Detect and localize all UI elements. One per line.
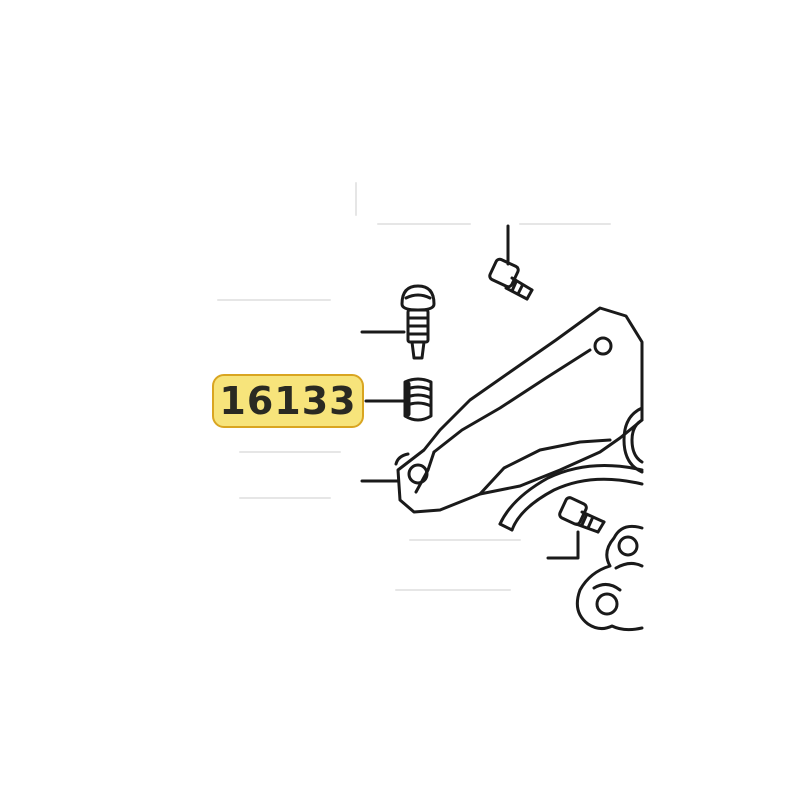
screw [400,284,436,360]
lower-housing [575,524,644,632]
bolt-top [488,257,534,301]
bracket-arm [394,306,644,514]
faint-artifact-marks [217,182,611,591]
pivot-roller [622,406,644,474]
bolt-lower [558,496,606,534]
leader-line-lower [546,530,580,560]
part-number-callout[interactable]: 16133 [212,374,364,428]
bushing-16133 [403,377,433,422]
lever [498,464,644,532]
